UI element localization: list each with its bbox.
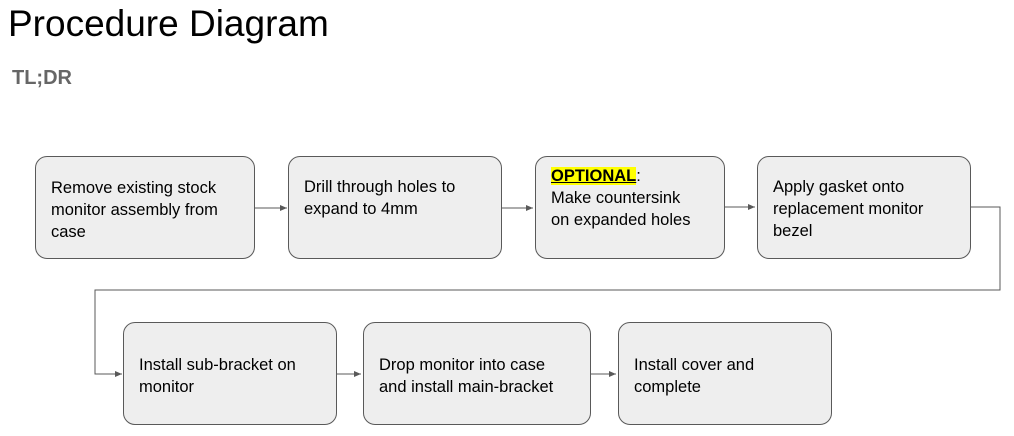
step-6-line-2: and install main-bracket [379,378,554,396]
connector-step-4-to-5 [94,206,1001,377]
step-7-line-2: complete [634,378,701,396]
step-1-line-2: monitor assembly from [51,201,218,219]
step-2-line-1: Drill through holes to [304,178,456,196]
step-5-line-2: monitor [139,378,195,396]
step-6-line-1: Drop monitor into case [379,356,545,374]
optional-highlight: OPTIONAL [551,167,637,185]
page-title: Procedure Diagram [8,3,329,44]
step-1-box: Remove existing stock monitor assembly f… [35,156,255,259]
step-7-line-1: Install cover and [634,356,755,374]
step-5-line-1: Install sub-bracket on [139,356,296,374]
step-4-line-3: bezel [773,222,813,240]
step-3-heading: OPTIONAL: [551,165,714,187]
step-4-box: Apply gasket onto replacement monitor be… [757,156,971,259]
step-7-box: Install cover and complete [618,322,832,425]
optional-colon: : [636,167,641,185]
page-subtitle: TL;DR [12,67,72,89]
step-3-box: OPTIONAL: Make countersink on expanded h… [535,156,725,259]
step-6-box: Drop monitor into case and install main-… [363,322,591,425]
step-1-line-3: case [51,223,86,241]
step-2-line-2: expand to 4mm [304,200,418,218]
step-4-line-2: replacement monitor [773,200,924,218]
step-2-box: Drill through holes to expand to 4mm [288,156,502,259]
step-3-line-2: on expanded holes [551,211,691,229]
step-1-line-1: Remove existing stock [51,179,217,197]
step-3-line-1: Make countersink [551,189,681,207]
step-4-line-1: Apply gasket onto [773,178,905,196]
step-5-box: Install sub-bracket on monitor [123,322,337,425]
